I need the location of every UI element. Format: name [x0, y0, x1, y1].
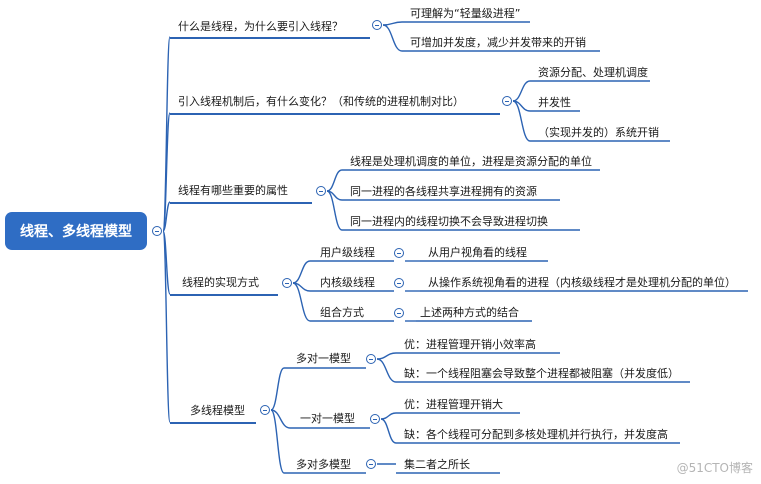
- branch-underline: [170, 422, 256, 424]
- connector-line: [376, 352, 397, 360]
- leaf-shared-resources[interactable]: 同一进程的各线程共享进程拥有的资源: [350, 185, 537, 198]
- connector-line: [326, 190, 343, 231]
- connector-line: [380, 412, 397, 420]
- connector-line: [382, 21, 403, 26]
- branch-underline: [170, 294, 278, 296]
- branch-multithread-models[interactable]: 多线程模型: [190, 404, 245, 417]
- leaf-one-to-one-con[interactable]: 缺：各个线程可分配到多核处理机并行执行，并发度高: [404, 428, 668, 441]
- sub-user-level-collapse-icon[interactable]: [394, 248, 404, 258]
- leaf-system-overhead[interactable]: （实现并发的）系统开销: [538, 126, 659, 139]
- root-connector-line: [162, 36, 171, 232]
- branch-why-threads-collapse-icon[interactable]: [372, 20, 382, 30]
- sub-kernel-level-collapse-icon[interactable]: [394, 278, 404, 288]
- connector-line: [376, 358, 397, 383]
- sub-user-level-thread[interactable]: 用户级线程: [320, 246, 375, 259]
- branch-underline: [170, 113, 500, 115]
- connector-line: [512, 80, 531, 102]
- branch-models-collapse-icon[interactable]: [260, 405, 270, 415]
- leaf-one-to-one-pro[interactable]: 优：进程管理开销大: [404, 398, 503, 411]
- branch-why-threads[interactable]: 什么是线程，为什么要引入线程？: [178, 20, 343, 33]
- connector-line: [512, 100, 531, 142]
- branch-thread-attributes[interactable]: 线程有哪些重要的属性: [178, 184, 288, 197]
- leaf-resource-allocation[interactable]: 资源分配、处理机调度: [538, 66, 648, 79]
- connector-line: [270, 409, 291, 429]
- branch-changes-after-threads[interactable]: 引入线程机制后，有什么变化？（和传统的进程机制对比）: [178, 95, 464, 108]
- sub-many-to-one-collapse-icon[interactable]: [366, 354, 376, 364]
- leaf-many-to-one-con[interactable]: 缺：一个线程阻塞会导致整个进程都被阻塞（并发度低）: [404, 367, 679, 380]
- sub-one-to-one[interactable]: 一对一模型: [300, 412, 355, 425]
- leaf-combination[interactable]: 上述两种方式的结合: [420, 306, 519, 319]
- branch-implementation-collapse-icon[interactable]: [282, 278, 292, 288]
- sub-kernel-level-thread[interactable]: 内核级线程: [320, 276, 375, 289]
- connector-line: [382, 24, 403, 52]
- leaf-many-to-one-pro[interactable]: 优：进程管理开销小效率高: [404, 338, 536, 351]
- leaf-lightweight-process[interactable]: 可理解为“轻量级进程”: [410, 7, 521, 20]
- root-connector-line: [162, 201, 171, 232]
- sub-many-to-many-collapse-icon[interactable]: [366, 459, 376, 469]
- sub-many-to-one[interactable]: 多对一模型: [296, 352, 351, 365]
- branch-implementation[interactable]: 线程的实现方式: [182, 276, 259, 289]
- connector-line: [270, 409, 285, 474]
- root-connector-line: [162, 112, 171, 232]
- leaf-os-view[interactable]: 从操作系统视角看的进程（内核级线程才是处理机分配的单位）: [428, 276, 736, 289]
- connector-line: [270, 367, 285, 411]
- root-topic[interactable]: 线程、多线程模型: [5, 212, 147, 250]
- root-collapse-icon[interactable]: [152, 226, 162, 236]
- sub-many-to-many[interactable]: 多对多模型: [296, 458, 351, 471]
- leaf-best-of-both[interactable]: 集二者之所长: [404, 458, 470, 471]
- leaf-increase-concurrency[interactable]: 可增加并发度，减少并发带来的开销: [410, 36, 586, 49]
- branch-underline: [170, 37, 370, 39]
- sub-combined-collapse-icon[interactable]: [394, 308, 404, 318]
- branch-changes-collapse-icon[interactable]: [502, 96, 512, 106]
- branch-underline: [170, 202, 312, 204]
- leaf-user-view[interactable]: 从用户视角看的线程: [428, 246, 527, 259]
- connector-line: [292, 282, 311, 322]
- watermark: @51CTO博客: [676, 461, 753, 475]
- leaf-no-process-switch[interactable]: 同一进程内的线程切换不会导致进程切换: [350, 215, 548, 228]
- branch-attributes-collapse-icon[interactable]: [316, 186, 326, 196]
- connector-line: [380, 418, 397, 444]
- connector-line: [292, 260, 311, 284]
- root-connector-line: [162, 230, 171, 423]
- leaf-concurrency[interactable]: 并发性: [538, 96, 571, 109]
- leaf-scheduling-unit[interactable]: 线程是处理机调度的单位，进程是资源分配的单位: [350, 155, 592, 168]
- sub-one-to-one-collapse-icon[interactable]: [370, 414, 380, 424]
- sub-combined-approach[interactable]: 组合方式: [320, 306, 364, 319]
- connector-line: [326, 169, 343, 192]
